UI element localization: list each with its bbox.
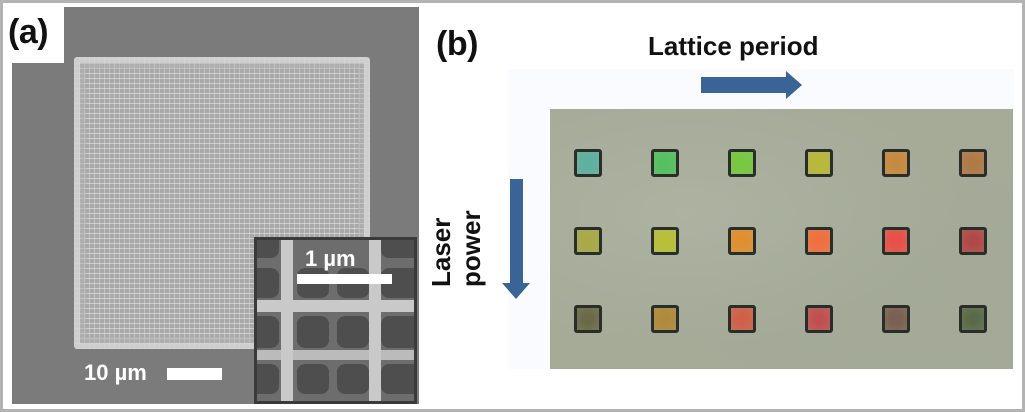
- color-sample-r1-c5: [882, 149, 910, 177]
- structural-color-array: [550, 109, 1013, 369]
- color-sample-r3-c6: [959, 305, 987, 333]
- lattice-period-label: Lattice period: [648, 31, 819, 61]
- color-sample-r3-c1: [574, 305, 602, 333]
- color-sample-r1-c3: [728, 149, 756, 177]
- panel-a-sem-image: (a) 1 µm 10 µm: [8, 7, 419, 404]
- main-scale-bar-label: 10 µm: [84, 360, 147, 385]
- color-sample-r1-c1: [574, 149, 602, 177]
- color-sample-r3-c4: [805, 305, 833, 333]
- panel-a-label-box: (a): [8, 7, 64, 63]
- panel-b-optical-image: (b) Lattice period Laser power: [426, 7, 1015, 404]
- laser-power-label: Laser power: [426, 210, 486, 287]
- lattice-period-arrow-shaft: [701, 77, 787, 93]
- color-sample-r2-c2: [651, 227, 679, 255]
- color-sample-r3-c2: [651, 305, 679, 333]
- inset-scale-bar-label: 1 µm: [305, 246, 356, 271]
- panel-a-label: (a): [8, 13, 49, 51]
- color-sample-r1-c2: [651, 149, 679, 177]
- color-sample-r2-c6: [959, 227, 987, 255]
- color-sample-r2-c3: [728, 227, 756, 255]
- panel-b-label: (b): [436, 25, 478, 63]
- color-sample-r2-c5: [882, 227, 910, 255]
- main-scale-bar: [167, 368, 222, 380]
- color-sample-r2-c4: [805, 227, 833, 255]
- right-arrow-icon: [786, 71, 802, 99]
- laser-power-arrow-shaft: [510, 179, 523, 285]
- color-sample-r3-c5: [882, 305, 910, 333]
- inset-scale-bar: [297, 274, 392, 284]
- color-sample-r3-c3: [728, 305, 756, 333]
- color-sample-r2-c1: [574, 227, 602, 255]
- down-arrow-icon: [502, 283, 530, 299]
- inset-magnified-lattice: 1 µm: [254, 237, 417, 404]
- color-sample-r1-c6: [959, 149, 987, 177]
- color-sample-r1-c4: [805, 149, 833, 177]
